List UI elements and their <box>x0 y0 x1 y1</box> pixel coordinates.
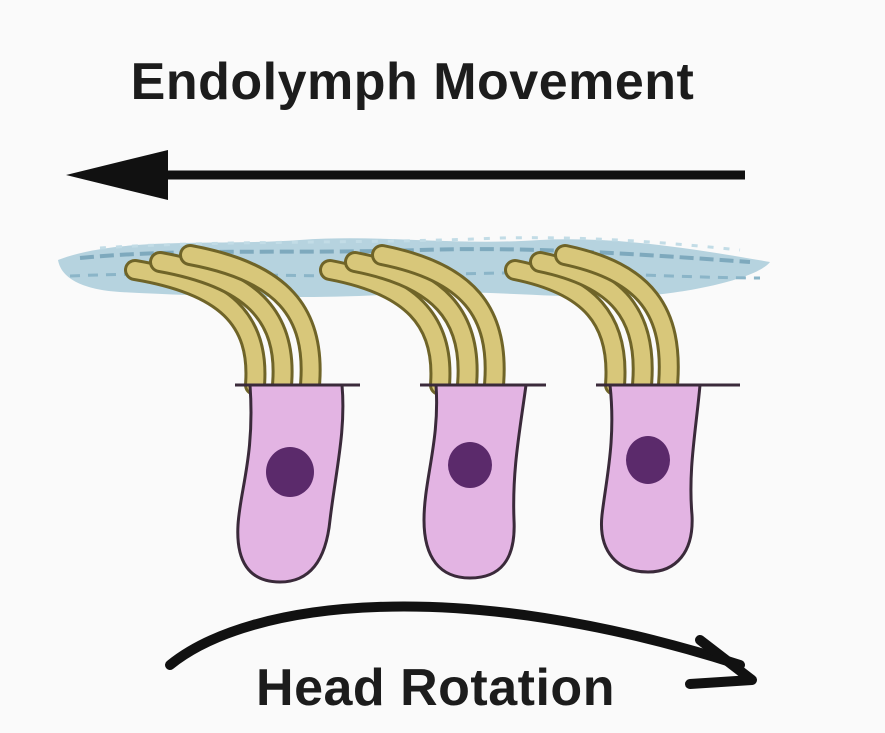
endolymph-arrow <box>66 150 745 200</box>
diagram-title: Endolymph Movement <box>0 52 885 112</box>
nucleus-2 <box>448 442 492 488</box>
hair-cell-2 <box>330 255 526 578</box>
head-rotation-arrow-shaft <box>170 607 740 665</box>
nucleus-1 <box>266 447 314 497</box>
head-rotation-label: Head Rotation <box>0 658 885 718</box>
hair-cell-3 <box>515 255 700 572</box>
nucleus-3 <box>626 436 670 484</box>
endolymph-arrowhead <box>66 150 168 200</box>
hair-cell-1 <box>135 255 343 582</box>
